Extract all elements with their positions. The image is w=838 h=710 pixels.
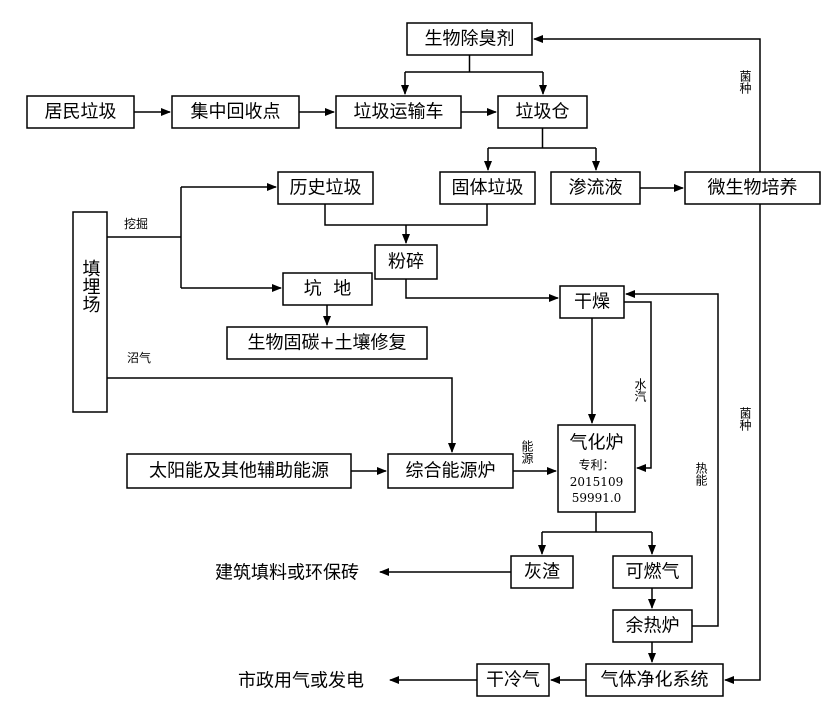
svg-text:综合能源炉: 综合能源炉 [406,461,496,482]
svg-text:余热炉: 余热炉 [626,616,680,637]
node-dry: 干燥 [559,285,625,319]
node-crush: 粉碎 [374,244,438,280]
svg-text:固体垃圾: 固体垃圾 [452,178,524,199]
edge-landfill-excavation [107,187,182,288]
node-purify: 气体净化系统 [585,663,724,697]
node-solar: 太阳能及其他辅助能源 [126,453,352,489]
edge-microbe-to-deodorant [533,35,761,172]
label-biogas: 沼气 [127,350,151,365]
svg-text:太阳能及其他辅助能源: 太阳能及其他辅助能源 [149,461,329,482]
node-leachate: 渗流液 [550,171,641,205]
edge-merge-to-crush [324,204,488,243]
svg-text:灰渣: 灰渣 [524,562,560,583]
svg-text:填埋场: 填埋场 [80,259,101,313]
svg-text:干冷气: 干冷气 [486,670,540,691]
edge-gasifier-split [542,512,652,533]
svg-text:气体净化系统: 气体净化系统 [601,670,709,691]
edge-water-vapor [624,301,652,472]
node-gasifier: 气化炉 专利： 2015109 59991.0 [557,424,636,513]
node-bin: 垃圾仓 [497,95,588,129]
label-water-vapor: 水汽 [633,378,647,402]
svg-text:微生物培养: 微生物培养 [708,178,798,199]
edge-biogas [107,377,456,453]
svg-text:垃圾仓: 垃圾仓 [516,102,570,123]
node-ash: 灰渣 [510,555,574,589]
node-furnace: 综合能源炉 [387,453,514,489]
node-collection: 集中回收点 [171,95,300,129]
svg-text:生物除臭剂: 生物除臭剂 [425,29,515,50]
edge-bin-split [488,128,596,149]
svg-text:市政用气或发电: 市政用气或发电 [238,671,364,692]
node-dry-cold-gas: 干冷气 [476,663,550,697]
label-strain-bottom: 菌种 [738,407,752,431]
node-bricks: 建筑填料或环保砖 [215,563,359,584]
svg-text:生物固碳+土壤修复: 生物固碳+土壤修复 [247,333,406,354]
svg-text:垃圾运输车: 垃圾运输车 [354,102,444,123]
node-gas: 可燃气 [612,555,693,589]
svg-text:粉碎: 粉碎 [388,252,424,273]
svg-text:专利：: 专利： [578,457,614,472]
svg-text:历史垃圾: 历史垃圾 [290,178,362,199]
svg-text:气化炉: 气化炉 [570,433,624,454]
node-remediation: 生物固碳+土壤修复 [226,326,428,360]
svg-text:居民垃圾: 居民垃圾 [45,102,117,123]
edge-crush-to-dry [405,279,559,302]
node-pit: 坑 地 [282,272,373,306]
svg-text:建筑填料或环保砖: 建筑填料或环保砖 [215,563,359,584]
svg-text:坑 地: 坑 地 [304,279,351,300]
node-historical: 历史垃圾 [277,171,374,205]
svg-text:渗流液: 渗流液 [569,178,623,199]
svg-text:集中回收点: 集中回收点 [191,102,281,123]
node-microbe: 微生物培养 [684,171,821,205]
edge-strain-to-purify [724,204,761,684]
svg-text:59991.0: 59991.0 [572,491,622,505]
node-waste-heat: 余热炉 [612,609,693,643]
label-strain-top: 菌种 [738,70,752,94]
node-truck: 垃圾运输车 [335,95,462,129]
node-solid: 固体垃圾 [439,171,536,205]
svg-text:可燃气: 可燃气 [626,562,680,583]
label-excavation: 挖掘 [124,216,148,231]
node-municipal: 市政用气或发电 [238,671,364,692]
node-residential: 居民垃圾 [26,95,135,129]
node-deodorant: 生物除臭剂 [406,22,533,56]
label-energy: 能源 [520,440,534,465]
svg-text:干燥: 干燥 [574,292,610,313]
edge-deodorant-split [405,55,543,73]
edge-heat-energy [625,290,719,627]
node-landfill: 填埋场 [72,211,108,413]
svg-text:2015109: 2015109 [570,475,623,489]
label-heat-energy: 热能 [694,462,708,486]
